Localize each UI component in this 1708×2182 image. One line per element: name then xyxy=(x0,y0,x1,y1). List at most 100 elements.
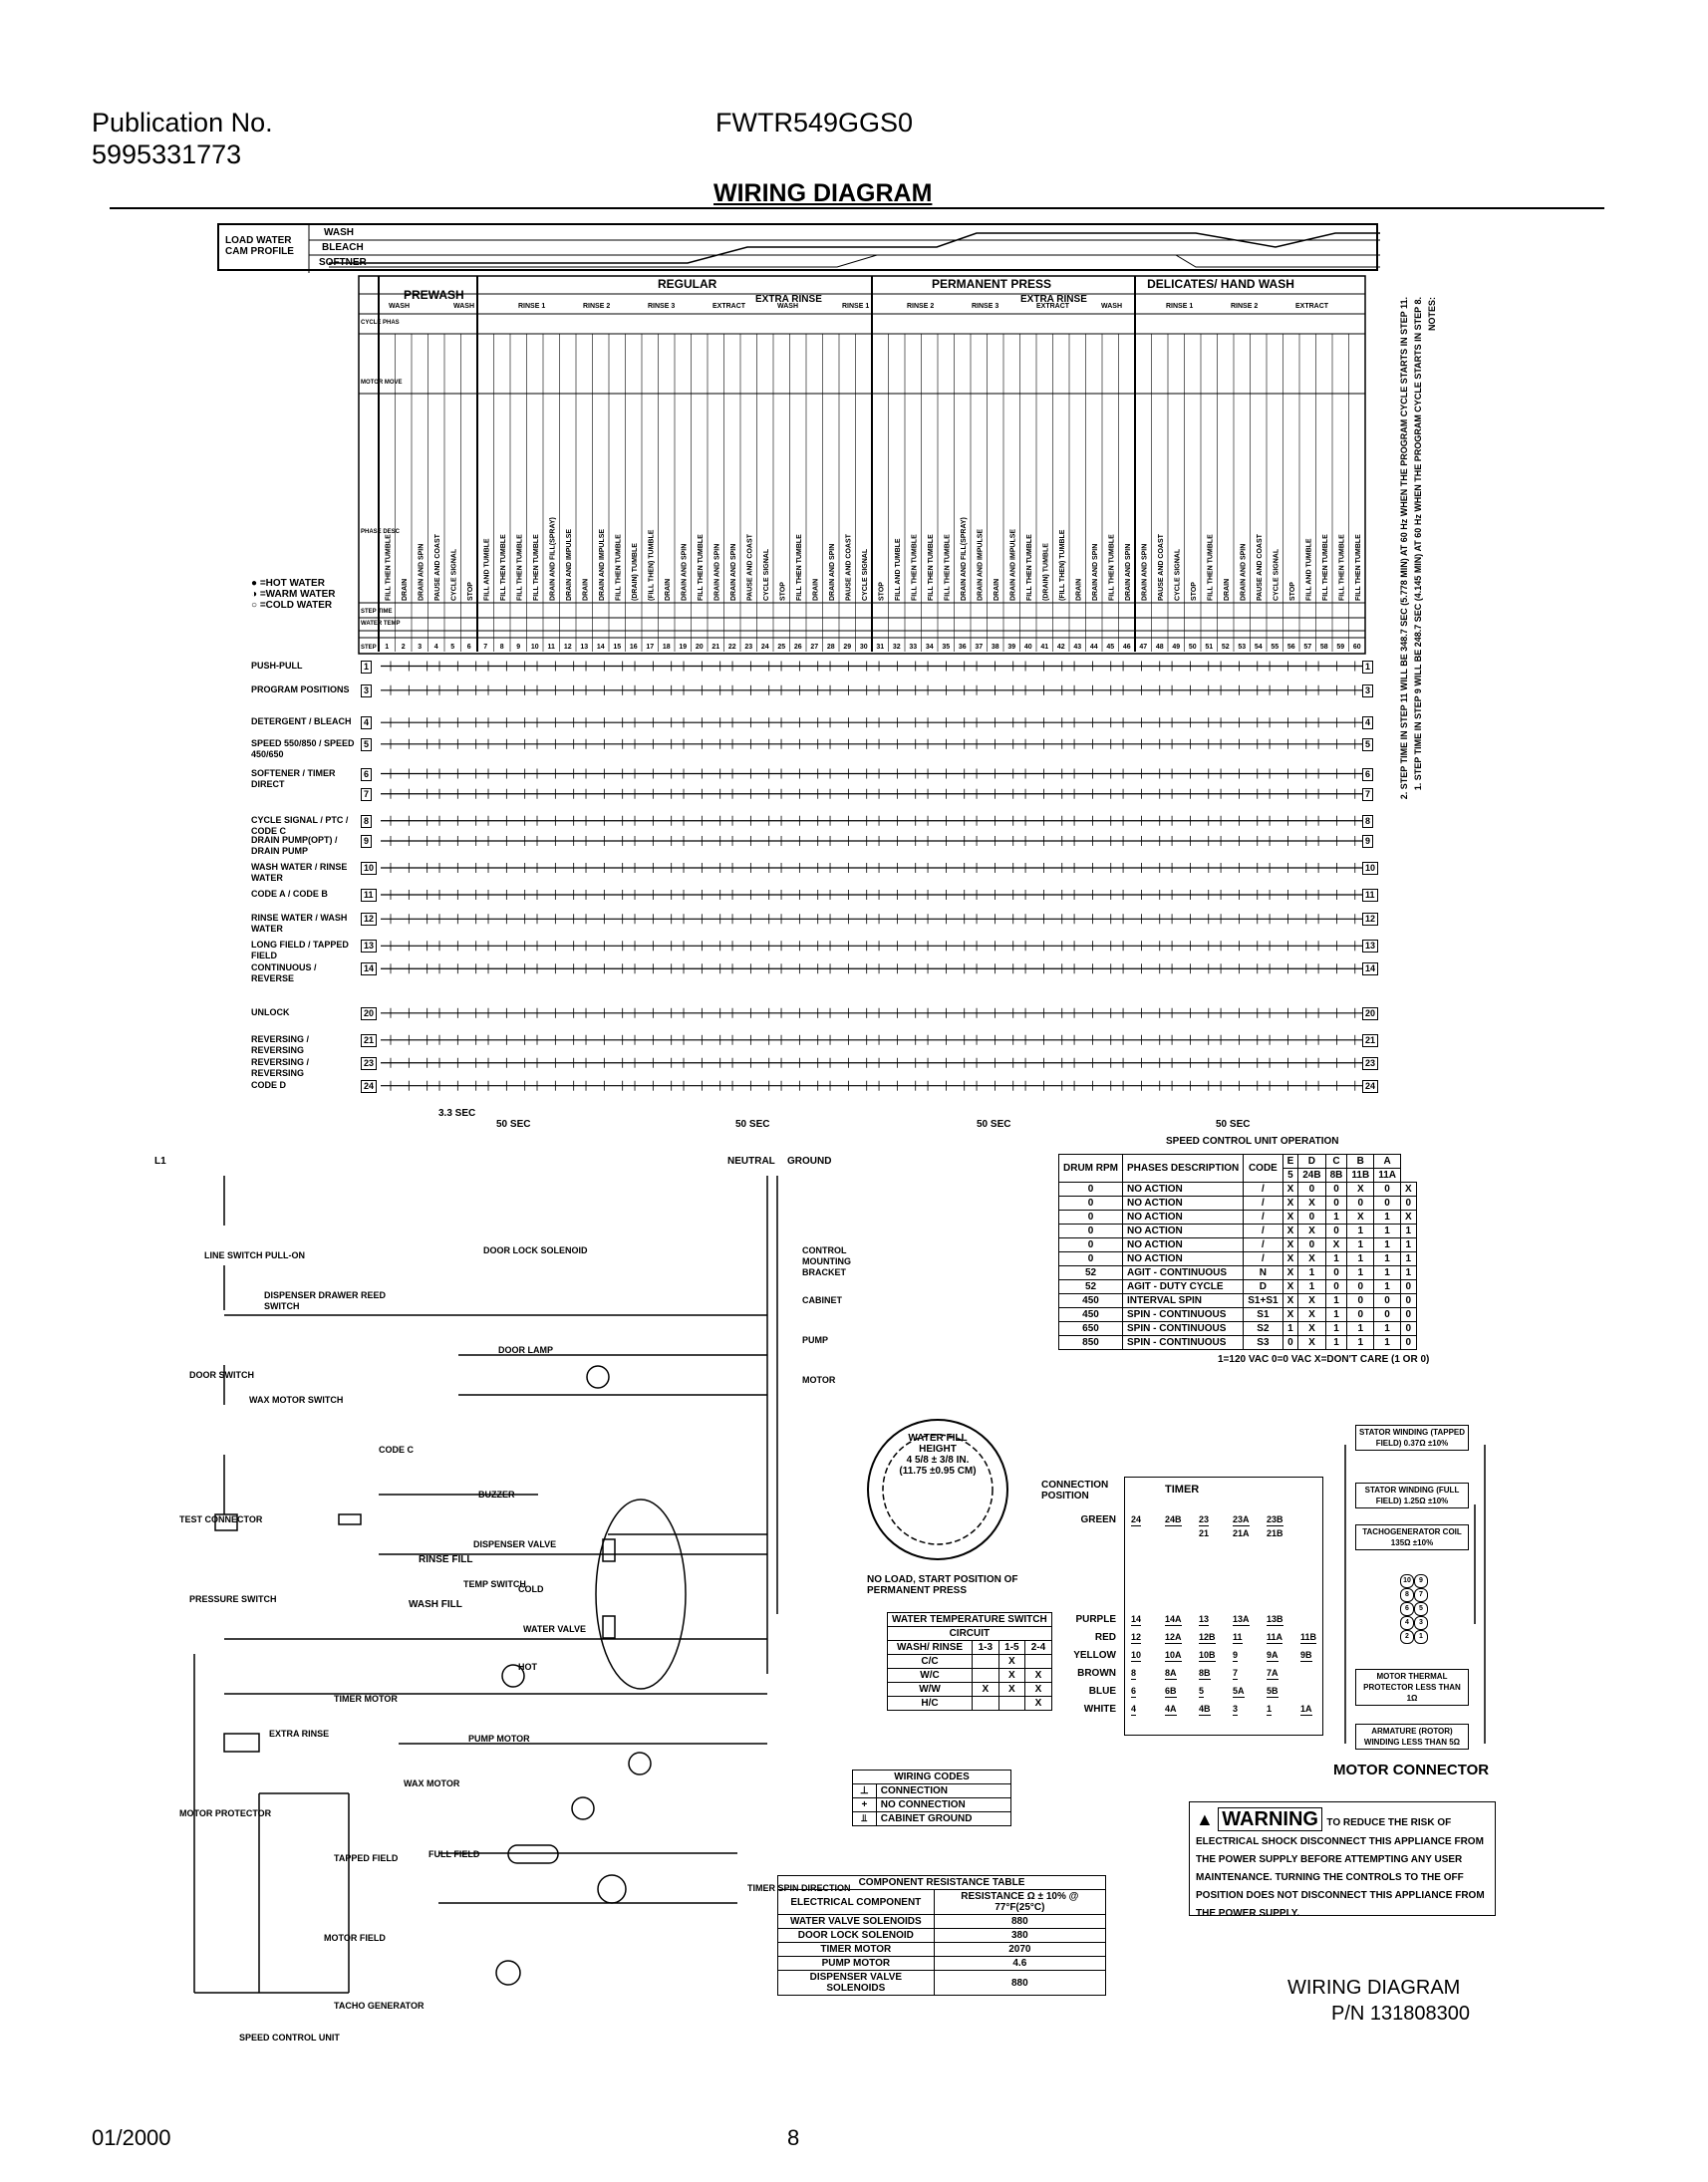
schematic-label: CODE C xyxy=(379,1445,415,1455)
step-number: 1 xyxy=(385,644,389,651)
sub-phase-label: EXTRACT xyxy=(712,303,746,310)
connection-pin: 13 xyxy=(1199,1614,1210,1626)
time-mark-50b: 50 SEC xyxy=(735,1119,770,1130)
speed-table-subheader: 24B xyxy=(1297,1168,1326,1183)
extra-rinse-regular: EXTRA RINSE xyxy=(755,294,822,305)
step-number: 11 xyxy=(548,644,556,651)
contact-number: 14 xyxy=(361,962,378,976)
motor-winding-box: STATOR WINDING (TAPPED FIELD) 0.37Ω ±10% xyxy=(1355,1425,1469,1451)
motor-pin: 2 xyxy=(1400,1630,1414,1644)
phase-description: (FILL THEN) TUMBLE xyxy=(1059,529,1066,601)
publication-number: 5995331773 xyxy=(92,139,242,169)
schematic-label: COLD xyxy=(518,1584,544,1594)
motor-pin: 4 xyxy=(1400,1616,1414,1630)
connection-pin: 24B xyxy=(1165,1514,1182,1526)
timer-label: TIMER xyxy=(1165,1484,1200,1496)
cam-profile-traces xyxy=(308,225,1380,273)
contact-number: 12 xyxy=(361,913,378,927)
phase-description: DRAIN xyxy=(665,579,672,601)
connection-color: RED xyxy=(1094,1632,1116,1643)
step-number: 7 xyxy=(483,644,487,651)
contact-number: 3 xyxy=(361,683,373,697)
contact-number: 5 xyxy=(361,737,373,751)
step-number: 27 xyxy=(810,644,818,651)
step-number: 30 xyxy=(860,644,868,651)
motor-pin: 6 xyxy=(1400,1602,1414,1616)
step-number: 2 xyxy=(402,644,406,651)
speed-table-header: E xyxy=(1281,1154,1299,1169)
step-number: 40 xyxy=(1024,644,1032,651)
time-mark-50c: 50 SEC xyxy=(977,1119,1011,1130)
connection-pin: 8 xyxy=(1131,1668,1137,1680)
sub-phase-label: RINSE 3 xyxy=(648,303,675,310)
schematic-label: TIMER MOTOR xyxy=(334,1694,398,1704)
connection-pin: 14 xyxy=(1131,1614,1142,1626)
connection-symbol: ⊥ xyxy=(852,1783,877,1798)
step-number: 43 xyxy=(1073,644,1081,651)
diagram-label: WIRING DIAGRAM xyxy=(1287,1977,1461,1999)
resistance-col2: RESISTANCE Ω ± 10% @ 77°F(25°C) xyxy=(933,1889,1107,1915)
phase-description: (FILL THEN) TUMBLE xyxy=(648,529,655,601)
phase-description: PAUSE AND COAST xyxy=(845,533,852,601)
connection-pin: 21B xyxy=(1267,1528,1283,1538)
contact-number-right: 1 xyxy=(1362,660,1374,674)
code-cabinet-ground: CABINET GROUND xyxy=(875,1811,1012,1826)
schematic-rinse-fill: RINSE FILL xyxy=(419,1554,473,1565)
contact-number-right: 3 xyxy=(1362,683,1374,697)
step-number: 39 xyxy=(1007,644,1015,651)
chart-row-header: CYCLE PHAS xyxy=(361,320,400,326)
chart-row-header: STEP TIME xyxy=(361,609,393,615)
temp-table-circuit: CIRCUIT xyxy=(887,1626,1052,1641)
connection-pin: 5 xyxy=(1199,1686,1205,1698)
step-number: 34 xyxy=(926,644,934,651)
phase-description: DRAIN AND SPIN xyxy=(1092,544,1099,601)
step-number: 36 xyxy=(959,644,967,651)
warning-label: WARNING xyxy=(1218,1807,1322,1831)
phase-description: FILL THEN TUMBLE xyxy=(1207,534,1214,601)
motor-winding-box: TACHOGENERATOR COIL 135Ω ±10% xyxy=(1355,1524,1469,1550)
phase-description: DRAIN AND SPIN xyxy=(829,544,836,601)
cycle-prewash: PREWASH xyxy=(404,288,464,302)
connection-pin: 21 xyxy=(1199,1528,1210,1538)
motor-winding-box: ARMATURE (ROTOR) WINDING LESS THAN 5Ω xyxy=(1355,1724,1469,1750)
contact-number: 13 xyxy=(361,940,378,954)
connection-color: BROWN xyxy=(1077,1668,1116,1679)
connection-position-label: CONNECTION POSITION xyxy=(1041,1480,1109,1501)
connection-pin: 11A xyxy=(1267,1632,1283,1644)
motor-pin: 10 xyxy=(1400,1574,1414,1588)
page-number: 8 xyxy=(787,2125,800,2150)
phase-description: PAUSE AND COAST xyxy=(1257,533,1264,601)
connection-pin: 4 xyxy=(1131,1704,1137,1716)
sub-phase-label: RINSE 2 xyxy=(907,303,934,310)
step-number: 26 xyxy=(794,644,802,651)
phase-description: STOP xyxy=(878,582,885,601)
phase-description: DRAIN xyxy=(812,579,819,601)
connection-pin: 12 xyxy=(1131,1632,1142,1644)
contact-number: 24 xyxy=(361,1079,378,1093)
step-number: 42 xyxy=(1057,644,1065,651)
connection-pin: 1 xyxy=(1267,1704,1273,1716)
schematic-label: DISPENSER DRAWER REED SWITCH xyxy=(264,1290,387,1311)
connection-pin: 4A xyxy=(1165,1704,1177,1716)
cycle-delicates: DELICATES/ HAND WASH xyxy=(1147,277,1294,291)
temp-table-header: WASH/ RINSE xyxy=(886,1640,974,1655)
phase-description: PAUSE AND COAST xyxy=(746,533,753,601)
step-number: 31 xyxy=(876,644,884,651)
connection-color: PURPLE xyxy=(1075,1614,1116,1625)
cam-row-bleach: BLEACH xyxy=(322,242,364,253)
cycle-regular: REGULAR xyxy=(658,277,717,291)
speed-table-header: B xyxy=(1346,1154,1375,1169)
resistance-title: COMPONENT RESISTANCE TABLE xyxy=(777,1875,1106,1890)
temp-table-header: 1-3 xyxy=(972,1640,999,1655)
contact-number-right: 8 xyxy=(1362,814,1374,828)
contact-row-label: SPEED 550/850 / SPEED 450/650 xyxy=(251,737,355,759)
contact-row-label: UNLOCK xyxy=(251,1006,290,1017)
